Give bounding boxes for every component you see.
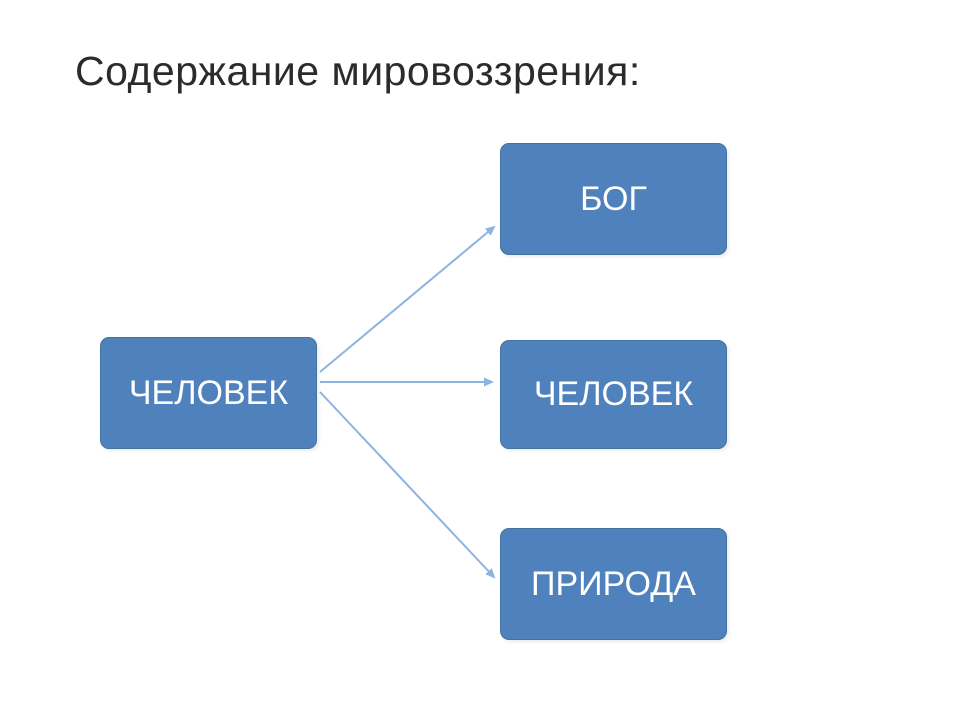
diagram-node-source-human: ЧЕЛОВЕК xyxy=(100,337,317,449)
diagram-node-nature: ПРИРОДА xyxy=(500,528,727,640)
diagram-node-god-label: БОГ xyxy=(580,179,647,218)
slide-title: Содержание мировоззрения: xyxy=(75,48,641,94)
diagram-node-human: ЧЕЛОВЕК xyxy=(500,340,727,449)
arrow-human-to-nature xyxy=(319,391,496,579)
diagram-node-nature-label: ПРИРОДА xyxy=(531,564,696,603)
diagram-node-god: БОГ xyxy=(500,143,727,255)
arrow-human-to-god xyxy=(319,225,496,373)
diagram-node-source-human-label: ЧЕЛОВЕК xyxy=(128,373,289,412)
diagram-node-human-label: ЧЕЛОВЕК xyxy=(533,375,694,413)
